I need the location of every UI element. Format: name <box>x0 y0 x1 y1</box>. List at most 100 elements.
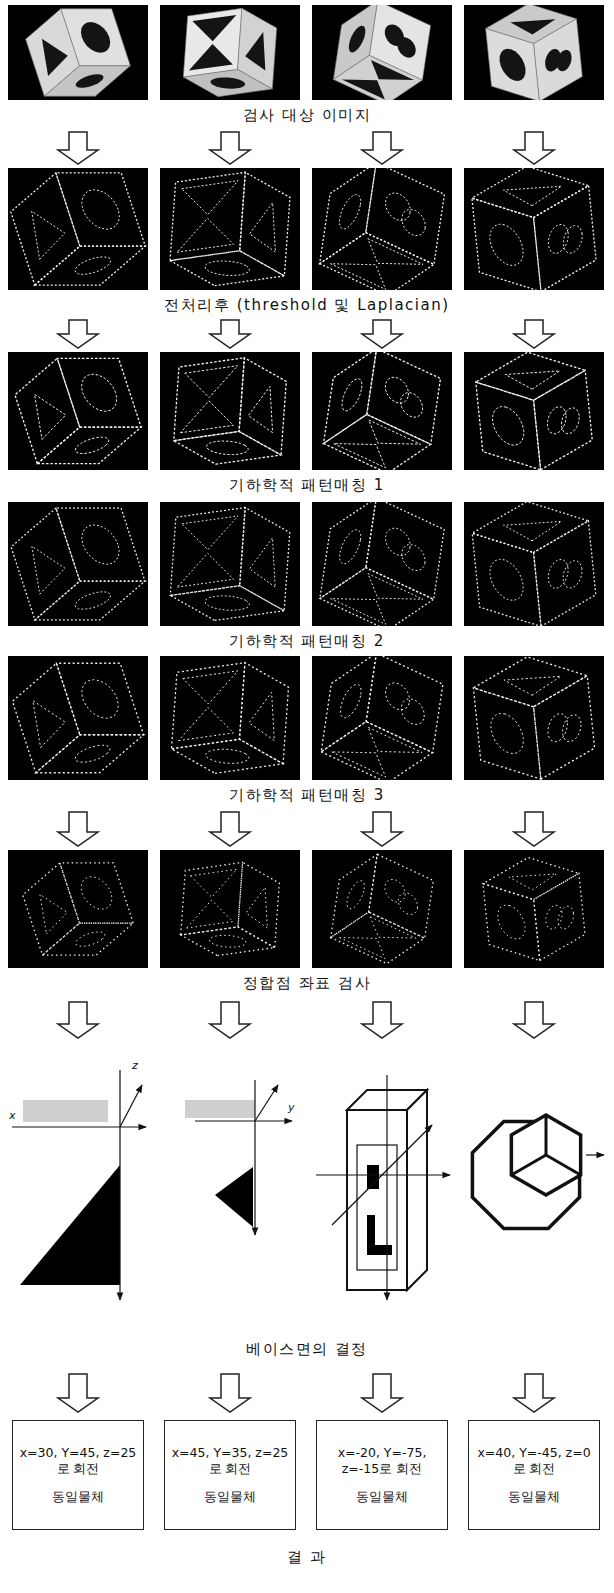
edge-image <box>464 168 604 290</box>
object-photo <box>8 5 148 100</box>
edge-image <box>320 502 376 599</box>
edge-image <box>206 441 248 455</box>
edge-image <box>32 211 65 259</box>
object-photo <box>342 80 385 100</box>
edge-image <box>483 857 579 899</box>
down-arrow <box>58 812 98 846</box>
result-text: x=40, Y=-45, z=0로 회전 <box>474 1445 594 1478</box>
edge-image <box>238 862 279 947</box>
edge-image <box>312 656 452 780</box>
edge-image <box>15 358 80 463</box>
down-arrow <box>514 812 554 846</box>
edge-image <box>332 752 386 777</box>
edge-image <box>82 190 120 230</box>
base-plane-4 <box>472 1115 604 1229</box>
axis-label: y <box>288 1101 295 1114</box>
edge-image <box>8 352 148 470</box>
edge-image <box>369 854 434 938</box>
down-arrow <box>58 132 98 164</box>
result-box: x=45, Y=35, z=25로 회전동일물체 <box>164 1420 296 1530</box>
edge-image <box>82 525 119 564</box>
axis-line <box>254 1080 255 1235</box>
object-photo <box>398 37 416 57</box>
edge-image <box>75 437 109 453</box>
down-arrow <box>362 320 402 348</box>
edge-image <box>312 850 452 968</box>
stage-caption: 기하학적 패턴매칭 2 <box>0 632 614 650</box>
object-photo <box>510 19 555 34</box>
edge-image <box>75 745 110 762</box>
edge-image <box>160 850 300 968</box>
edge-image <box>76 932 105 946</box>
stage-caption: 기하학적 패턴매칭 1 <box>0 476 614 494</box>
edge-image <box>35 246 145 285</box>
edge-image <box>368 727 422 752</box>
edge-image <box>56 663 143 734</box>
edge-image <box>312 656 452 780</box>
edge-image <box>11 508 80 620</box>
object-photo <box>160 5 300 100</box>
edge-image <box>312 850 452 968</box>
edge-image <box>546 905 562 929</box>
edge-image <box>174 431 281 464</box>
base-plane-1 <box>20 1165 120 1285</box>
edge-image <box>82 374 117 411</box>
edge-image <box>174 358 245 441</box>
edge-image <box>249 692 274 740</box>
edge-image <box>464 352 604 470</box>
base-plane-3 <box>316 1075 450 1300</box>
down-arrow <box>210 1374 250 1412</box>
edge-image <box>37 427 141 464</box>
edge-image <box>36 735 144 773</box>
edge-image <box>398 893 417 915</box>
edge-image <box>563 561 582 588</box>
edge-image <box>240 508 290 611</box>
edge-image <box>56 508 145 581</box>
edge-image <box>205 596 249 610</box>
result-text: x=-20, Y=-75, z=-15로 회전 <box>322 1445 442 1478</box>
edge-image <box>33 701 65 748</box>
edge-image <box>170 251 284 286</box>
axis-line <box>332 1125 432 1225</box>
edge-image <box>160 656 300 780</box>
edge-image <box>8 352 148 470</box>
edge-image <box>321 656 376 752</box>
edge-image <box>386 193 411 221</box>
edge-image <box>35 394 66 439</box>
down-arrow <box>514 132 554 164</box>
edge-image <box>534 186 597 290</box>
base-plane-3 <box>367 1165 379 1189</box>
result-box: x=-20, Y=-75, z=-15로 회전동일물체 <box>316 1420 448 1530</box>
down-arrow <box>210 812 250 846</box>
edge-image <box>464 352 604 470</box>
down-arrow <box>514 320 554 348</box>
edge-image <box>11 173 80 285</box>
edge-image <box>476 352 585 400</box>
edge-image <box>464 502 604 626</box>
edge-image <box>340 530 361 564</box>
edge-image <box>321 722 433 780</box>
edge-image <box>239 358 286 455</box>
object-photo <box>160 5 300 100</box>
edge-image <box>548 714 567 742</box>
edge-image <box>181 927 275 956</box>
edge-image <box>547 407 566 434</box>
result-text: 동일물체 <box>18 1489 138 1505</box>
edge-image <box>401 699 424 725</box>
axis-line <box>119 1070 120 1300</box>
edge-image <box>187 900 233 928</box>
base-plane-4 <box>511 1115 580 1195</box>
axis-line <box>386 1075 387 1300</box>
edge-image <box>347 881 364 909</box>
base-plane-3 <box>407 1090 427 1290</box>
edge-image <box>75 592 111 609</box>
edge-image <box>503 186 561 205</box>
edge-image <box>504 676 561 695</box>
edge-image <box>8 850 148 968</box>
result-text: x=45, Y=35, z=25로 회전 <box>170 1445 290 1478</box>
edge-image <box>182 181 238 215</box>
result-text: 동일물체 <box>322 1489 442 1505</box>
edge-image <box>8 850 148 968</box>
edge-image <box>490 559 523 600</box>
